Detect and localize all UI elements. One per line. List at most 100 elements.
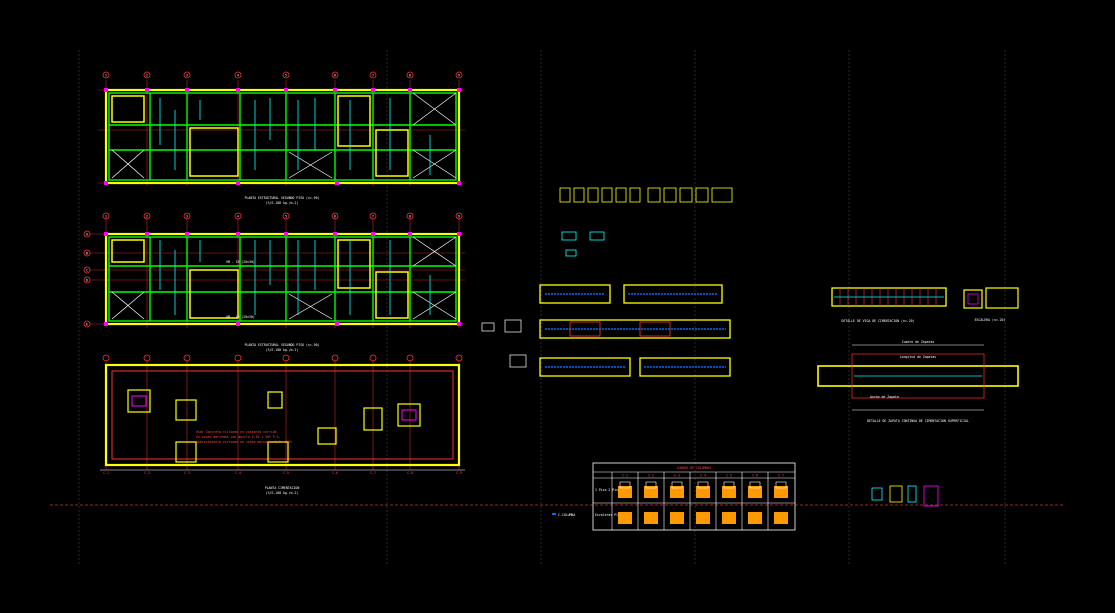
foundation-axis-label: C-9 (456, 471, 462, 475)
axis-bubble-label: 5 (285, 214, 287, 218)
plan-1-beams (108, 92, 457, 181)
beam-detail-row-2 (539, 319, 731, 339)
axis-bubble-label: 2 (146, 73, 148, 77)
legend-note: C-COLUMNA (552, 513, 575, 517)
column-header: C-7 (778, 474, 784, 478)
plan-2-columns (104, 232, 461, 326)
foundation-axis-label: C-2 (144, 471, 150, 475)
axis-bubble-label: 1 (105, 214, 107, 218)
plan-first-floor: PLANTA ESTRUCTURAL SEGUNDO PISO (n=.90) … (98, 71, 465, 205)
column-header: C-1 (622, 474, 628, 478)
plan-3-footing-outline (111, 370, 454, 460)
footing-caption: DETALLE DE ZAPATA CONTINUA DE CIMENTACIO… (867, 419, 969, 423)
plan-1-void-crosses (111, 92, 457, 179)
axis-bubble-label: E (86, 322, 88, 326)
column-table-title: CUADRO DE COLUMNAS (677, 466, 712, 470)
plan-2-beam-label-a: VM - 19 (20x30) (226, 260, 255, 264)
axis-bubble-label: 7 (372, 214, 374, 218)
axis-bubble-label: 9 (458, 73, 460, 77)
plan-2-axis-bubbles (83, 212, 463, 328)
axis-bubble-label: 5 (285, 73, 287, 77)
foundation-note-1: Usar Concreto ciclopeo en cimiento corri… (196, 430, 277, 434)
footing-label-bottom: Ancho de Zapata (870, 395, 899, 399)
small-column-details (871, 485, 939, 507)
axis-bubble-label: 7 (372, 73, 374, 77)
column-table-gridlines (611, 472, 769, 530)
plan-2-beams (108, 236, 457, 322)
footing-label-top: Cuadro de Zapatas (902, 340, 935, 344)
foundation-axis-label: C-5 (283, 471, 289, 475)
foundation-axis-label: C-1 (103, 471, 109, 475)
plan-2-void-crosses (111, 236, 457, 320)
plan-1-rebar (159, 98, 431, 175)
section-mark-details (481, 319, 527, 368)
beam-elevation-detail: DETALLE DE VIGA DE CIMENTACION (n=.20) (831, 287, 947, 323)
foundation-axis-label: C-8 (407, 471, 413, 475)
small-section-row (559, 187, 733, 203)
beam-detail-row-3 (539, 357, 731, 377)
axis-bubble-label: C (86, 268, 88, 272)
footing-elevation-detail: Cuadro de Zapatas Longitud de Zapatas An… (817, 340, 1019, 423)
plan-second-floor: VM - 19 (20x30) VM - 19 (20x30) PLANTA E… (83, 212, 465, 352)
axis-bubble-label: 3 (186, 73, 188, 77)
foundation-axis-label: C-3 (184, 471, 190, 475)
axis-bubble-label: 8 (409, 73, 411, 77)
plan-2-title: PLANTA ESTRUCTURAL SEGUNDO PISO (n=.90) (245, 343, 320, 347)
plan-3-outline (104, 363, 461, 467)
column-header: C-6 (752, 474, 758, 478)
axis-bubble-label: D (86, 278, 88, 282)
column-row-label: Escaleras Placas (595, 513, 626, 517)
plan-3-footings (127, 389, 421, 463)
column-section-swatches (618, 486, 788, 524)
plan-1-title: PLANTA ESTRUCTURAL SEGUNDO PISO (n=.90) (245, 196, 320, 200)
axis-bubble-label: 6 (334, 73, 336, 77)
column-schedule-table: CUADRO DE COLUMNAS C-1 C-2 C-3 C-4 C-5 C… (592, 462, 796, 531)
axis-bubble-label: 3 (186, 214, 188, 218)
plan-1-scale: (S/E-188 kg./m.2) (266, 201, 299, 205)
column-header: C-3 (674, 474, 680, 478)
plan-foundation: Usar Concreto ciclopeo en cimiento corri… (100, 354, 465, 495)
stair-detail: ESCALERA (n=.20) (963, 287, 1019, 322)
axis-bubble-label: 6 (334, 214, 336, 218)
plan-2-outline (104, 232, 461, 326)
column-header: C-2 (648, 474, 654, 478)
plan-2-beam-label-b: VM - 19 (20x30) (226, 315, 255, 319)
plan-2-scale: (S/E-188 kg./m.2) (266, 348, 299, 352)
column-section-outlines (619, 481, 787, 489)
plan-1-axis-bubbles (102, 71, 463, 79)
axis-bubble-label: 2 (146, 214, 148, 218)
axis-bubble-label: A (86, 232, 88, 236)
foundation-note-3: Sobrecimiento ciclopeo en zonas marcadas… (196, 440, 292, 444)
column-header: C-4 (700, 474, 706, 478)
plan-3-axis-bubbles (102, 354, 463, 362)
foundation-note-2: en zonas marcadas con mezcla 1:10 + 30% … (196, 435, 281, 439)
stair-caption: ESCALERA (n=.20) (975, 318, 1006, 322)
stair-section-details (481, 187, 733, 377)
footing-label-mid: Longitud de Zapatas (900, 355, 937, 359)
plan-1-walls (111, 95, 409, 177)
plan-2-rebar (159, 240, 431, 315)
plan-3-hatched-footings (131, 395, 417, 421)
axis-bubble-label: 4 (237, 214, 239, 218)
plan-3-scale: (S/E-188 kg./m.2) (266, 491, 299, 495)
column-header: C-5 (726, 474, 732, 478)
axis-bubble-label: 9 (458, 214, 460, 218)
column-row-label: 1 Piso 2 Piso (595, 488, 620, 492)
axis-bubble-label: 8 (409, 214, 411, 218)
foundation-axis-label: C-7 (370, 471, 376, 475)
legend-note-text: C-COLUMNA (558, 513, 575, 517)
beam-elevation-title: DETALLE DE VIGA DE CIMENTACION (n=.20) (842, 319, 915, 323)
small-stirrup-details (561, 231, 605, 257)
plan-3-title: PLANTA CIMENTACION (265, 486, 300, 490)
plan-1-columns (104, 88, 461, 185)
beam-detail-row-1 (539, 284, 723, 304)
foundation-axis-label: C-4 (235, 471, 241, 475)
foundation-axis-label: C-6 (332, 471, 338, 475)
plan-2-walls (111, 239, 409, 319)
axis-bubble-label: 4 (237, 73, 239, 77)
axis-bubble-label: 1 (105, 73, 107, 77)
axis-bubble-label: B (86, 251, 88, 255)
plan-1-outline (104, 88, 461, 185)
